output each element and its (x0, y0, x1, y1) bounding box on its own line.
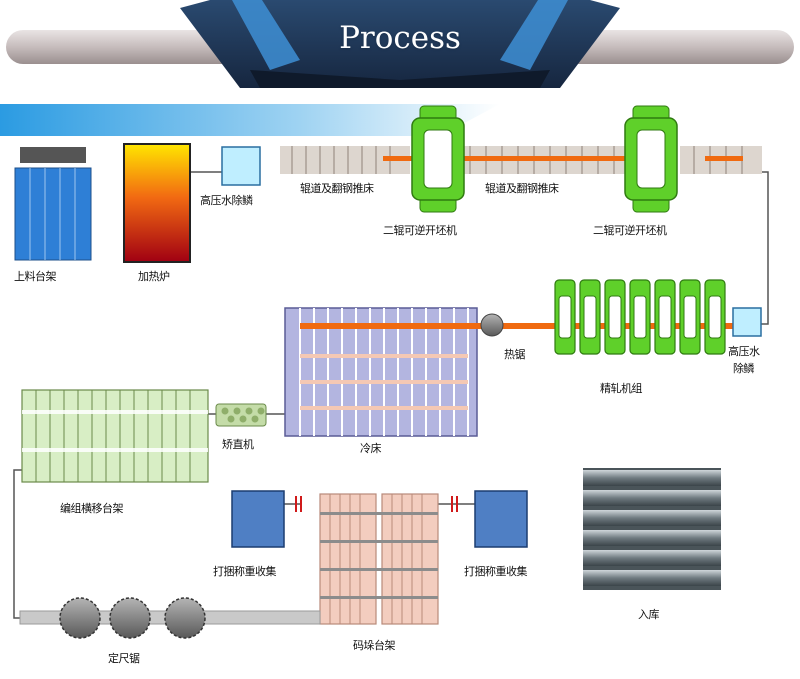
label-roller-table-1: 辊道及翻钢推床 (300, 182, 374, 195)
label-storage: 入库 (638, 608, 660, 621)
label-mill-1: 二辊可逆开坯机 (383, 224, 457, 237)
heating-furnace (123, 143, 191, 263)
label-stack-collect-left: 打捆称重收集 (213, 565, 277, 578)
descaler-1 (221, 146, 261, 186)
loading-rack (14, 147, 92, 261)
hot-bar-1 (383, 156, 628, 161)
label-roller-table-2: 辊道及翻钢推床 (485, 182, 559, 195)
label-heating-furnace: 加热炉 (138, 270, 170, 283)
label-descaler-2-line1: 高压水 (728, 345, 760, 358)
mill-1 (411, 105, 465, 213)
process-diagram (0, 104, 769, 639)
cut-saw (19, 597, 321, 639)
stack-collect-right (474, 490, 528, 548)
storage-photo (583, 468, 721, 590)
cooling-bed (284, 307, 478, 437)
roller-table-3 (680, 146, 762, 174)
label-stacking-rack: 码垛台架 (353, 639, 396, 652)
mill-2 (624, 105, 678, 213)
finishing-mill-windows (558, 295, 722, 339)
hot-bar-3 (300, 323, 740, 329)
header-ribbon (180, 0, 620, 88)
label-loading-rack: 上料台架 (14, 270, 57, 283)
stacking-rack (319, 493, 439, 625)
transfer-rack (21, 389, 209, 483)
descaler-2 (732, 307, 762, 337)
label-hot-saw: 热锯 (504, 348, 526, 361)
straightener (215, 403, 267, 427)
label-descaler-2-line2: 除鳞 (733, 362, 755, 375)
label-straightener: 矫直机 (222, 438, 254, 451)
label-stack-collect-right: 打捆称重收集 (464, 565, 528, 578)
stack-collect-left (231, 490, 285, 548)
red-markers (295, 496, 458, 512)
label-cooling-bed: 冷床 (360, 442, 382, 455)
hot-saw (480, 313, 504, 337)
decor-ribbon (0, 104, 500, 136)
header-banner (6, 0, 794, 88)
label-descaler-1: 高压水除鳞 (200, 194, 253, 207)
label-finishing-mill: 精轧机组 (600, 382, 643, 395)
label-transfer-rack: 编组横移台架 (60, 502, 124, 515)
label-mill-2: 二辊可逆开坯机 (593, 224, 667, 237)
page-title: Process (339, 20, 461, 56)
hot-bar-2 (705, 156, 743, 161)
label-cut-saw: 定尺锯 (108, 652, 140, 665)
